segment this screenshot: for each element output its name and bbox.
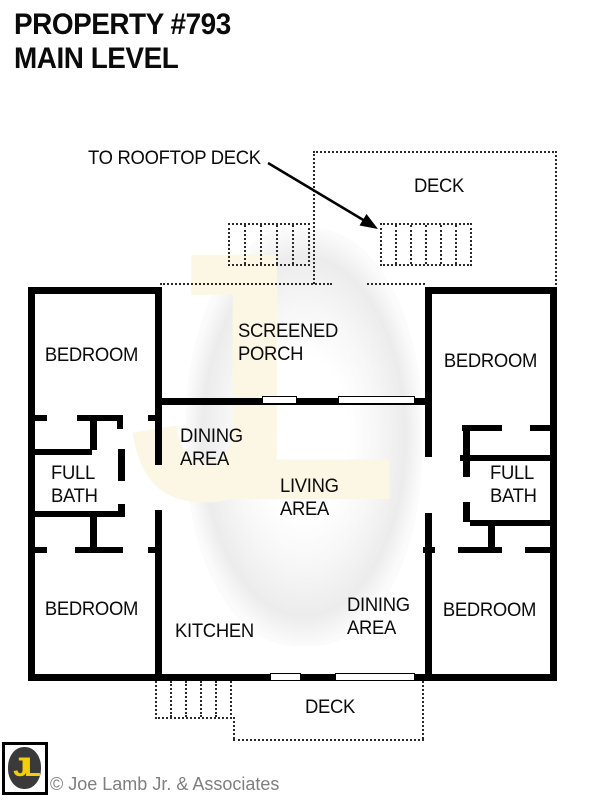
deck-bottom-edge-bottom: [233, 739, 424, 741]
rooftop-stairs-outer: [228, 223, 310, 266]
room-label-living: LIVING AREA: [280, 476, 339, 520]
company-logo: JL: [2, 742, 48, 795]
porch-door-opening-right: [338, 396, 415, 404]
wall-l-bed1-b: [77, 415, 123, 421]
watermark-logo-text: JL: [128, 179, 399, 575]
room-label-screened-porch: SCREENED PORCH: [238, 321, 339, 365]
room-label-bedroom-tl: BEDROOM: [44, 345, 139, 366]
wall-rightwing-top: [425, 287, 557, 294]
wall-leftwing-left: [28, 287, 35, 681]
deck-bottom-edge-step: [233, 717, 235, 739]
company-logo-text: JL: [13, 752, 41, 782]
rooftop-deck-edge-left: [313, 151, 315, 284]
wall-l-bed2-b: [75, 547, 123, 553]
room-label-bedroom-br: BEDROOM: [442, 600, 537, 621]
wall-l-tee-lower: [90, 517, 97, 547]
wall-l-bed1-c: [148, 415, 162, 421]
wall-r-bath-west-b: [463, 502, 470, 522]
wall-r-bed2-a: [423, 547, 435, 553]
room-label-kitchen: KITCHEN: [175, 621, 254, 642]
deck-door-opening-right: [335, 673, 415, 681]
wall-l-bath-east-a: [118, 449, 125, 481]
wall-rightwing-right: [550, 287, 557, 681]
rooftop-deck-edge-right: [555, 151, 557, 289]
porch-door-opening-left: [262, 396, 297, 404]
room-label-bedroom-bl: BEDROOM: [44, 599, 139, 620]
wall-rightwing-inner-upper: [425, 287, 432, 457]
room-label-full-bath-left: FULL BATH: [51, 463, 98, 507]
wall-r-bed2-b: [458, 547, 502, 553]
wall-r-bath-north: [460, 455, 557, 461]
company-logo-oval: [8, 747, 41, 789]
wall-r-bed1-a: [462, 425, 502, 431]
wall-r-bed1-b: [530, 425, 557, 431]
wall-l-bath-east-b: [118, 504, 125, 517]
wall-l-bed2-a: [28, 547, 47, 553]
wall-r-bed2-c: [525, 547, 557, 553]
wall-l-bed1-a: [28, 415, 47, 421]
wall-l-bed2-c: [148, 547, 162, 553]
room-label-dining-upper: DINING AREA: [180, 426, 243, 470]
room-label-full-bath-right: FULL BATH: [490, 463, 537, 507]
room-label-dining-lower: DINING AREA: [347, 595, 410, 639]
deck-bottom-edge-right: [422, 681, 424, 739]
deck-door-opening-left: [270, 673, 301, 681]
wall-rightwing-inner-lower: [425, 513, 432, 681]
wall-r-bath-south: [470, 520, 557, 526]
wall-r-tee-lower: [488, 526, 495, 547]
room-label-bedroom-tr: BEDROOM: [443, 351, 538, 372]
rooftop-deck-label: TO ROOFTOP DECK: [88, 148, 261, 169]
wall-leftwing-inner-lower: [155, 510, 162, 681]
page-title: PROPERTY #793 MAIN LEVEL: [14, 8, 231, 75]
porch-screen-line-left: [160, 283, 332, 285]
wall-leftwing-inner-upper: [155, 287, 162, 465]
wall-l-bath-north: [28, 449, 92, 455]
rooftop-stairs-inner: [380, 223, 472, 266]
room-label-deck-bottom: DECK: [305, 697, 356, 718]
wall-l-bath-south: [28, 511, 122, 517]
wall-r-bath-west-a: [463, 431, 470, 477]
porch-screen-line-right: [367, 283, 425, 285]
rooftop-deck-edge-top: [313, 151, 557, 153]
deck-bottom-stairs: [155, 681, 232, 719]
wall-l-tee-upper: [90, 421, 97, 450]
wall-l-closet-stub: [117, 421, 123, 429]
wall-leftwing-top: [28, 287, 160, 294]
room-label-deck-top: DECK: [414, 176, 465, 197]
watermark-ring: [186, 228, 422, 646]
copyright-text: © Joe Lamb Jr. & Associates: [50, 774, 280, 794]
